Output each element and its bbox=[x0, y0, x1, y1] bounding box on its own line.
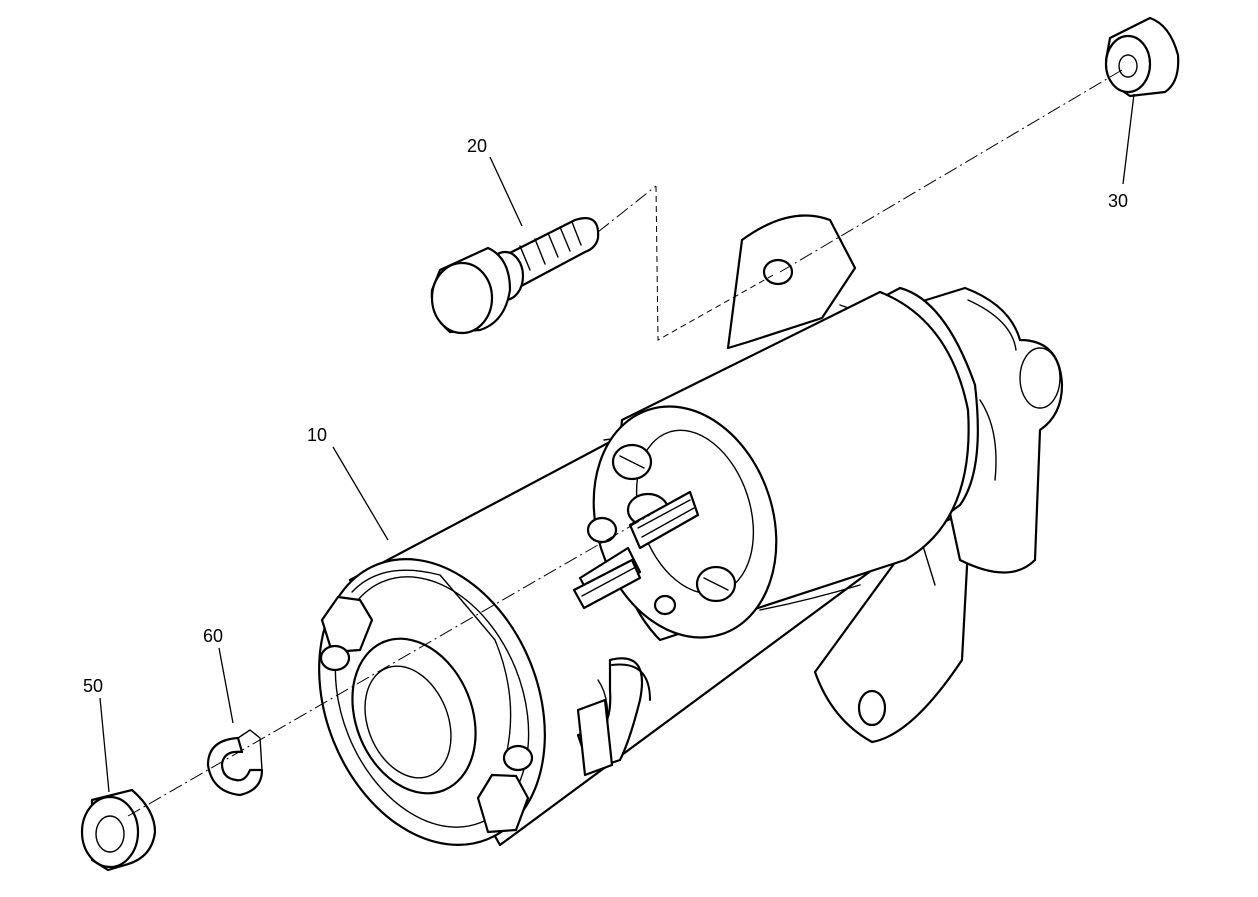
callout-30: 30 bbox=[1108, 191, 1128, 211]
callout-60: 60 bbox=[203, 626, 223, 646]
leader-60 bbox=[218, 647, 234, 724]
leader-10 bbox=[332, 446, 389, 541]
centerline-bolt-20 bbox=[597, 185, 657, 233]
centerline-terminal bbox=[127, 514, 651, 817]
callout-50: 50 bbox=[83, 676, 103, 696]
nut-50[interactable] bbox=[80, 788, 157, 872]
lock-washer[interactable] bbox=[206, 729, 264, 797]
callout-20: 20 bbox=[467, 136, 487, 156]
starter-motor[interactable] bbox=[278, 214, 1064, 879]
bolt[interactable] bbox=[430, 217, 600, 335]
assembly-path-bolt-20 bbox=[655, 185, 776, 341]
leader-50 bbox=[99, 697, 110, 793]
leader-20 bbox=[489, 156, 523, 227]
centerline-nut-30 bbox=[779, 69, 1123, 273]
callout-10: 10 bbox=[307, 425, 327, 445]
leader-30 bbox=[1122, 93, 1135, 185]
nut-30[interactable] bbox=[1104, 16, 1180, 98]
